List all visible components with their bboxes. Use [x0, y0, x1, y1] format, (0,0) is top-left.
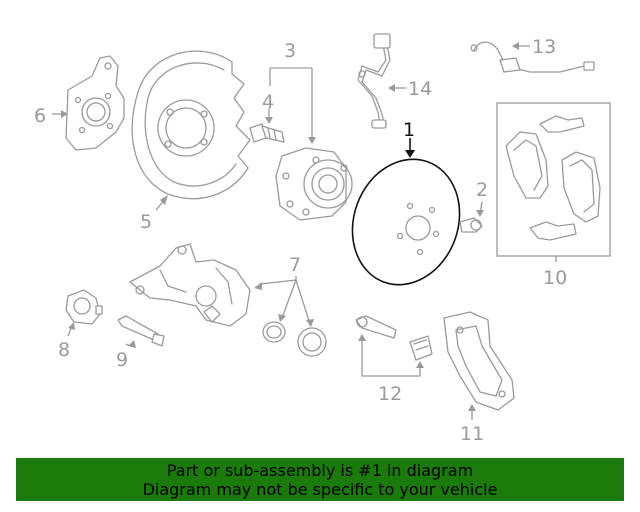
part-4-hub-bolt[interactable] — [249, 123, 285, 143]
callout-14: 14 — [408, 78, 432, 100]
callout-9: 9 — [116, 349, 128, 371]
part-12-pin-kit[interactable] — [355, 315, 433, 361]
callout-8: 8 — [58, 339, 70, 361]
part-3-hub-bearing[interactable] — [275, 147, 353, 221]
part-7-piston-seal[interactable] — [262, 321, 286, 343]
part-8-bleeder-cap[interactable] — [65, 289, 103, 325]
part-14-sensor-wire[interactable] — [357, 33, 391, 129]
part-13-wear-sensor[interactable] — [470, 41, 595, 73]
callout-11: 11 — [460, 423, 484, 445]
callout-1: 1 — [403, 119, 415, 141]
callout-5: 5 — [140, 211, 152, 233]
banner-line-1: Part or sub-assembly is #1 in diagram — [166, 460, 474, 480]
part-6-knuckle-plate[interactable] — [65, 55, 125, 151]
part-7-caliper[interactable] — [129, 243, 251, 327]
part-5-dust-shield[interactable] — [131, 50, 251, 200]
part-2-rotor-screw[interactable] — [459, 217, 483, 233]
callout-4: 4 — [262, 91, 274, 113]
part-1-brake-rotor[interactable] — [335, 144, 477, 300]
banner-line-2: Diagram may not be specific to your vehi… — [142, 479, 498, 499]
part-9-guide-pin[interactable] — [117, 315, 165, 347]
callout-10: 10 — [543, 267, 567, 289]
part-7-dust-boot[interactable] — [297, 327, 327, 357]
callout-3: 3 — [284, 40, 296, 62]
part-11-caliper-bracket[interactable] — [443, 311, 515, 411]
callout-7: 7 — [289, 254, 301, 276]
callout-12: 12 — [378, 383, 402, 405]
callout-6: 6 — [34, 105, 46, 127]
part-10-brake-pads[interactable] — [496, 102, 611, 257]
callout-13: 13 — [532, 36, 556, 58]
callout-2: 2 — [476, 179, 488, 201]
notice-banner: Part or sub-assembly is #1 in diagram Di… — [16, 458, 624, 501]
